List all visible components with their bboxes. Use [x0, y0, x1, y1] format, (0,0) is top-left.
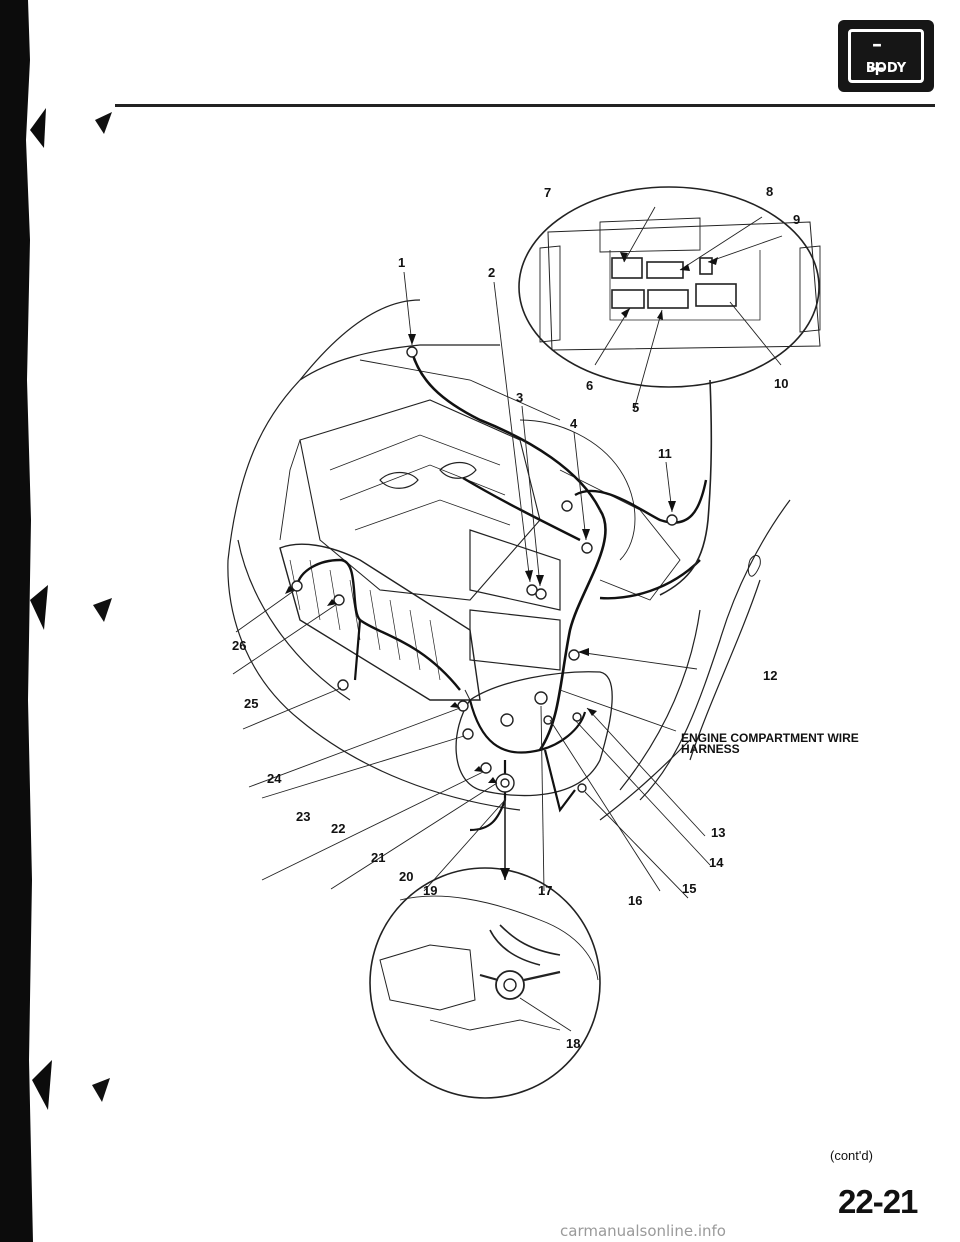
callout-20: 20 [399, 869, 414, 884]
harness-label: ENGINE COMPARTMENT WIRE HARNESS [681, 731, 859, 756]
callout-2: 2 [488, 265, 496, 280]
callout-23: 23 [296, 809, 311, 824]
callout-1: 1 [398, 255, 406, 270]
callout-3: 3 [516, 390, 524, 405]
callout-16: 16 [628, 893, 643, 908]
callout-12: 12 [763, 668, 778, 683]
footer-watermark: carmanualsonline.info [560, 1222, 726, 1240]
callout-26: 26 [232, 638, 247, 653]
body-section-badge: – + BODY [838, 20, 934, 92]
callout-10: 10 [774, 376, 789, 391]
callout-11: 11 [658, 446, 672, 461]
callout-13: 13 [711, 825, 726, 840]
callout-24: 24 [267, 771, 282, 786]
battery-symbol-icon: – + [868, 32, 904, 80]
callout-17: 17 [538, 883, 553, 898]
callout-7: 7 [544, 185, 552, 200]
callout-6: 6 [586, 378, 594, 393]
callout-21: 21 [371, 850, 386, 865]
callout-4: 4 [570, 416, 578, 431]
callout-8: 8 [766, 184, 774, 199]
callout-18: 18 [566, 1036, 581, 1051]
callout-9: 9 [793, 212, 801, 227]
page-number: 22-21 [838, 1183, 918, 1220]
callout-15: 15 [682, 881, 697, 896]
continued-note: (cont'd) [830, 1148, 873, 1163]
callout-5: 5 [632, 400, 640, 415]
callout-25: 25 [244, 696, 259, 711]
callout-19: 19 [423, 883, 438, 898]
callout-22: 22 [331, 821, 346, 836]
callout-14: 14 [709, 855, 724, 870]
badge-label: BODY [865, 61, 907, 76]
header-rule [115, 104, 935, 107]
